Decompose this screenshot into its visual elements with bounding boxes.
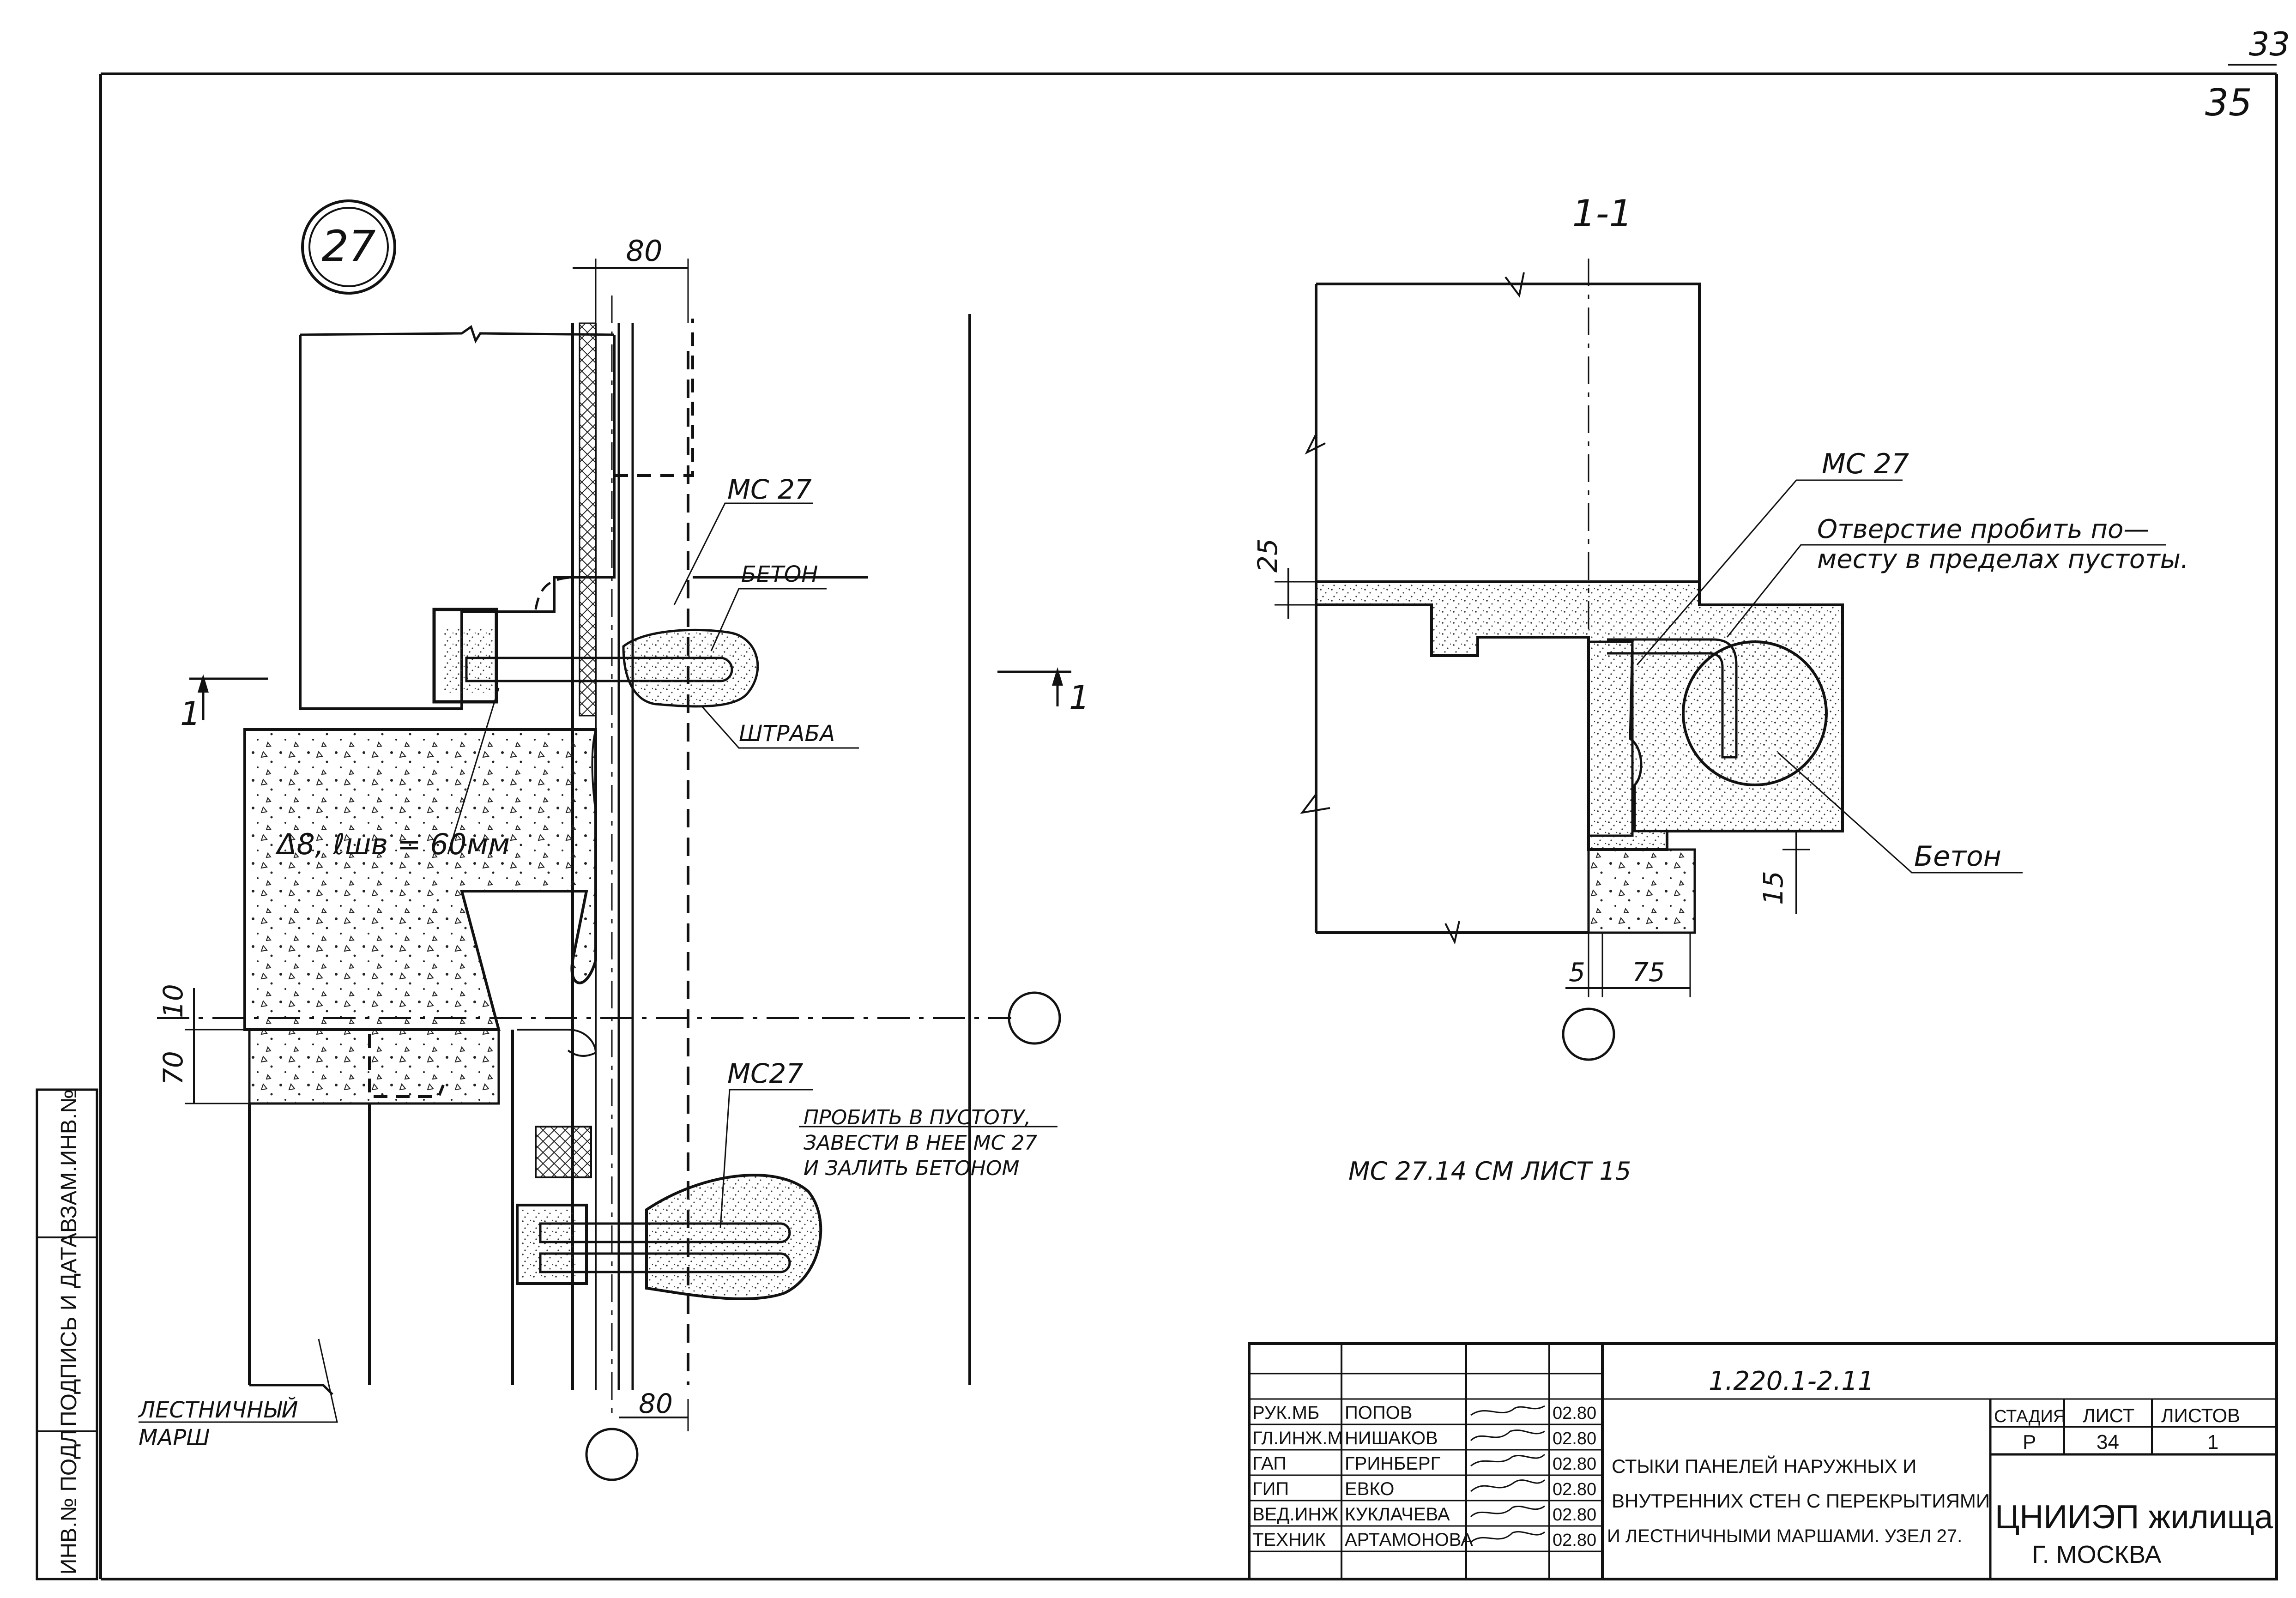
stage-header: СТАДИЯ — [1994, 1407, 2066, 1426]
side-stamp-sign: ПОДПИСЬ И ДАТА — [57, 1233, 81, 1427]
role-1: РУК.МБ — [1252, 1403, 1319, 1423]
label-weld: Δ8, ℓшв = 60мм — [275, 827, 510, 861]
role-4: ГИП — [1252, 1479, 1289, 1499]
dim-75: 75 — [1632, 958, 1665, 988]
sheet-value: 34 — [2097, 1431, 2119, 1453]
label-shtraba: ШТРАБА — [739, 721, 835, 747]
note-line-2: ЗАВЕСТИ В НЕЕ МС 27 — [804, 1131, 1037, 1155]
label-mc27-section: МС 27 — [1822, 448, 1909, 480]
name-4: ЕВКО — [1345, 1479, 1394, 1499]
sheets-header: ЛИСТОВ — [2161, 1405, 2240, 1426]
note-line-1: ПРОБИТЬ В ПУСТОТУ, — [804, 1106, 1031, 1129]
dim-bottom-80: 80 — [639, 1388, 673, 1419]
label-beton-section: Бетон — [1914, 840, 2001, 873]
note-hole-1: Отверстие пробить по— — [1817, 514, 2149, 544]
date-5: 02.80 — [1553, 1505, 1596, 1525]
role-2: ГЛ.ИНЖ.М — [1252, 1428, 1343, 1448]
section-mark-left: 1 — [180, 695, 201, 733]
date-4: 02.80 — [1553, 1480, 1596, 1499]
label-beton: БЕТОН — [741, 561, 818, 587]
label-mc27-top: МС 27 — [727, 474, 812, 505]
note-line-3: И ЗАЛИТЬ БЕТОНОМ — [804, 1157, 1019, 1180]
side-stamp-replace: ВЗАМ.ИНВ.№ — [57, 1089, 81, 1233]
doc-code: 1.220.1-2.11 — [1709, 1366, 1874, 1396]
org-city: Г. МОСКВА — [2032, 1541, 2161, 1568]
dim-top-80: 80 — [626, 234, 663, 268]
dim-70: 70 — [157, 1051, 189, 1085]
signatures — [1470, 1405, 1546, 1543]
sheets-value: 1 — [2207, 1431, 2218, 1453]
label-mc27-bottom: МС27 — [727, 1058, 803, 1089]
name-2: НИШАКОВ — [1345, 1428, 1438, 1448]
side-stamp-inv: ИНВ.№ ПОДЛ — [57, 1429, 81, 1574]
stage-value: Р — [2023, 1431, 2036, 1453]
role-3: ГАП — [1252, 1453, 1287, 1474]
name-3: ГРИНБЕРГ — [1345, 1453, 1440, 1474]
page-number-old: 33 — [2249, 25, 2290, 63]
page-number: 35 — [2205, 81, 2252, 124]
node-number: 27 — [321, 222, 375, 271]
label-stair-1: ЛЕСТНИЧНЫЙ — [138, 1397, 298, 1423]
side-stamp: ИНВ.№ ПОДЛ ПОДПИСЬ И ДАТА ВЗАМ.ИНВ.№ — [36, 1088, 98, 1580]
date-6: 02.80 — [1553, 1531, 1596, 1550]
dim-15: 15 — [1758, 871, 1789, 905]
label-stair-2: МАРШ — [139, 1425, 210, 1451]
role-6: ТЕХНИК — [1252, 1530, 1326, 1550]
dim-5: 5 — [1569, 958, 1585, 988]
role-5: ВЕД.ИНЖ — [1252, 1504, 1338, 1525]
title-line-1: СТЫКИ ПАНЕЛЕЙ НАРУЖНЫХ И — [1612, 1455, 1916, 1477]
dim-10: 10 — [157, 984, 189, 1018]
title-line-3: И ЛЕСТНИЧНЫМИ МАРШАМИ. УЗЕЛ 27. — [1607, 1526, 1962, 1546]
section-mark-right: 1 — [1069, 679, 1090, 717]
reference-note: МС 27.14 СМ ЛИСТ 15 — [1348, 1157, 1631, 1186]
title-block: 1.220.1-2.11 РУК.МБ ГЛ.ИНЖ.М ГАП ГИП ВЕД… — [1248, 1342, 2278, 1580]
name-1: ПОПОВ — [1345, 1403, 1412, 1423]
org-name: ЦНИИЭП жилища — [1995, 1499, 2273, 1536]
date-1: 02.80 — [1553, 1404, 1596, 1423]
name-5: КУКЛАЧЕВА — [1345, 1504, 1450, 1525]
node-marker: 27 — [301, 199, 396, 295]
name-6: АРТАМОНОВА — [1345, 1530, 1473, 1550]
section-title: 1-1 — [1572, 192, 1633, 235]
section-1-1: 1-1 25 15 5 75 — [1252, 192, 2189, 1061]
date-3: 02.80 — [1553, 1454, 1596, 1474]
note-hole-2: месту в пределах пустоты. — [1817, 544, 2189, 574]
sheet-header: ЛИСТ — [2083, 1405, 2134, 1426]
left-detail: 80 80 10 70 1 1 МС 27 БЕТОН ШТРАБА Δ8, ℓ… — [138, 234, 1090, 1481]
dim-25: 25 — [1252, 538, 1283, 573]
date-2: 02.80 — [1553, 1429, 1596, 1448]
title-line-2: ВНУТРЕННИХ СТЕН С ПЕРЕКРЫТИЯМИ — [1612, 1490, 1990, 1512]
